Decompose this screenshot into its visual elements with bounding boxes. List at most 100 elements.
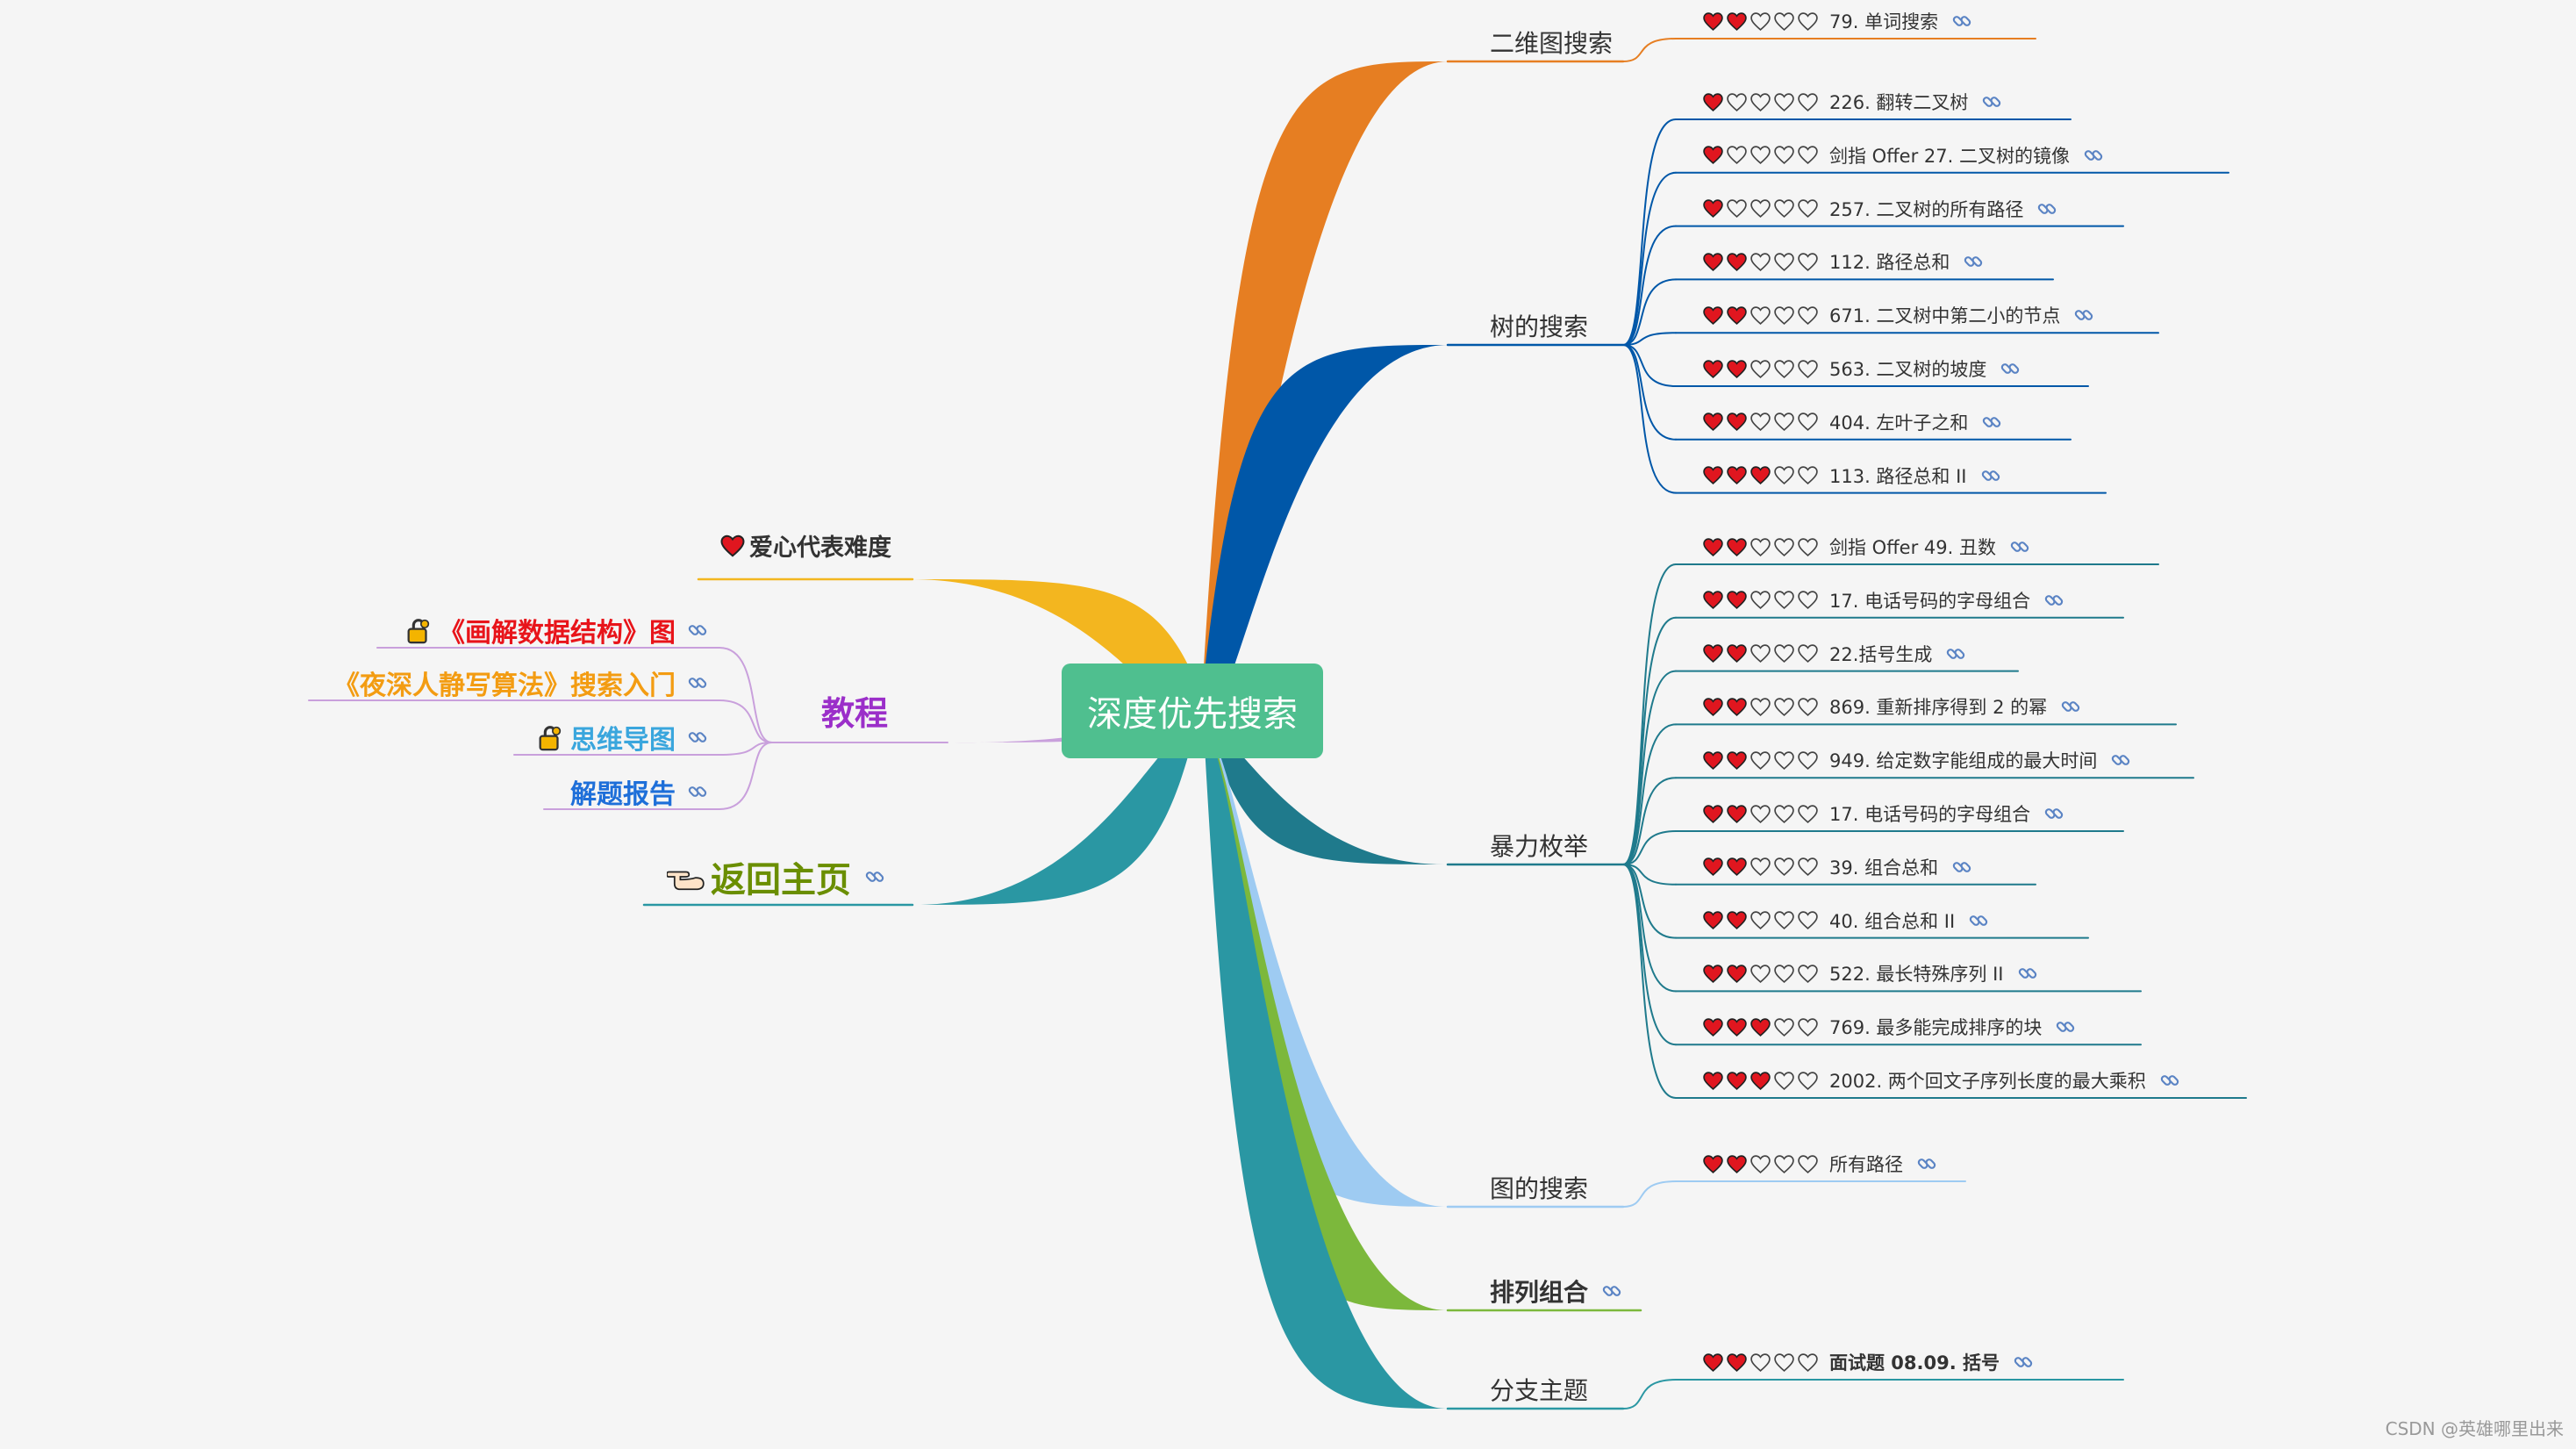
link-icon[interactable] <box>2043 589 2065 612</box>
difficulty-hearts <box>1702 251 1821 273</box>
difficulty-hearts <box>1702 1070 1821 1092</box>
leaf-connector <box>1622 225 1677 346</box>
heart-outline-icon <box>1798 591 1818 610</box>
leaf-problem[interactable]: 39. 组合总和 <box>1702 850 1973 885</box>
heart-outline-icon <box>1798 359 1818 378</box>
link-icon[interactable] <box>1967 909 1990 932</box>
tutorial-link-item[interactable]: 《画解数据结构》图 <box>404 611 709 649</box>
link-icon[interactable] <box>1980 411 2003 434</box>
link-icon[interactable] <box>1999 357 2021 380</box>
link-icon[interactable] <box>2082 144 2105 167</box>
leaf-connector <box>1622 1180 1677 1208</box>
link-icon[interactable] <box>1962 250 1985 273</box>
link-icon[interactable] <box>2008 535 2031 558</box>
heart-outline-icon <box>1798 466 1818 485</box>
tutorial-link-item[interactable]: 思维导图 <box>535 718 709 757</box>
link-icon[interactable] <box>2054 1015 2077 1038</box>
heart-outline-icon <box>1798 644 1818 664</box>
branch-permutation-label[interactable]: 排列组合 <box>1490 1273 1623 1309</box>
heart-filled-icon <box>1703 1352 1723 1372</box>
link-icon[interactable] <box>1915 1152 1938 1175</box>
link-icon[interactable] <box>686 619 709 642</box>
link-icon[interactable] <box>1950 856 1973 879</box>
leaf-problem[interactable]: 剑指 Offer 49. 丑数 <box>1702 529 2031 564</box>
link-icon[interactable] <box>2059 695 2082 718</box>
branch-tree-search-label[interactable]: 树的搜索 <box>1490 308 1588 343</box>
heart-filled-icon <box>1703 305 1723 325</box>
leaf-text: 剑指 Offer 27. 二叉树的镜像 <box>1829 145 2070 167</box>
leaf-problem[interactable]: 17. 电话号码的字母组合 <box>1702 583 2065 618</box>
leaf-problem[interactable]: 949. 给定数字能组成的最大时间 <box>1702 742 2132 778</box>
link-icon[interactable] <box>1979 464 2002 487</box>
leaf-problem[interactable]: 671. 二叉树中第二小的节点 <box>1702 298 2095 333</box>
difficulty-hearts <box>1702 197 1821 219</box>
link-icon[interactable] <box>686 726 709 749</box>
leaf-problem[interactable]: 面试题 08.09. 括号 <box>1702 1345 2035 1380</box>
tutorial-label[interactable]: 教程 <box>821 694 889 733</box>
tutorial-link-item[interactable]: 解题报告 <box>570 772 709 811</box>
link-icon[interactable] <box>2043 802 2065 825</box>
branch-graph-search-label[interactable]: 图的搜索 <box>1490 1170 1588 1205</box>
link-icon[interactable] <box>863 865 886 888</box>
leaf-problem[interactable]: 40. 组合总和 II <box>1702 903 1990 938</box>
heart-filled-icon <box>1750 1071 1771 1090</box>
difficulty-text: 爱心代表难度 <box>749 534 891 562</box>
difficulty-hearts <box>1702 909 1821 931</box>
link-icon[interactable] <box>2072 304 2095 326</box>
leaf-problem[interactable]: 17. 电话号码的字母组合 <box>1702 796 2065 831</box>
heart-outline-icon <box>1774 1352 1794 1372</box>
heart-outline-icon <box>1750 911 1771 930</box>
tutorial-link-text: 思维导图 <box>570 725 676 756</box>
branch-brute-force-label[interactable]: 暴力枚举 <box>1490 828 1588 863</box>
leaf-problem[interactable]: 522. 最长特殊序列 II <box>1702 956 2039 991</box>
link-icon[interactable] <box>2012 1351 2035 1374</box>
branch-2d-search-label[interactable]: 二维图搜索 <box>1490 25 1613 60</box>
leaf-problem[interactable]: 404. 左叶子之和 <box>1702 405 2003 440</box>
difficulty-hearts <box>1702 411 1821 433</box>
leaf-text: 257. 二叉树的所有路径 <box>1829 198 2024 220</box>
leaf-problem[interactable]: 剑指 Offer 27. 二叉树的镜像 <box>1702 138 2105 173</box>
link-icon[interactable] <box>686 780 709 803</box>
heart-outline-icon <box>1798 146 1818 165</box>
heart-outline-icon <box>1750 305 1771 325</box>
home-link[interactable]: 返回主页 <box>667 851 886 902</box>
difficulty-label[interactable]: 爱心代表难度 <box>719 528 891 563</box>
link-icon[interactable] <box>2016 962 2039 985</box>
heart-filled-icon <box>1727 253 1747 271</box>
root-topic[interactable]: 深度优先搜索 <box>1062 664 1323 758</box>
leaf-problem[interactable]: 257. 二叉树的所有路径 <box>1702 191 2058 226</box>
heart-outline-icon <box>1750 146 1771 165</box>
heart-filled-icon <box>1727 11 1747 31</box>
link-icon[interactable] <box>2036 197 2058 220</box>
link-icon[interactable] <box>1944 642 1967 665</box>
heart-filled-icon <box>1727 644 1747 664</box>
leaf-problem[interactable]: 226. 翻转二叉树 <box>1702 84 2003 119</box>
link-icon[interactable] <box>1600 1280 1623 1302</box>
link-icon[interactable] <box>2158 1069 2181 1092</box>
leaf-problem[interactable]: 112. 路径总和 <box>1702 244 1985 279</box>
branch-topic-label[interactable]: 分支主题 <box>1490 1372 1588 1407</box>
difficulty-hearts <box>1702 696 1821 718</box>
branch-home-connector <box>912 699 1202 906</box>
link-icon[interactable] <box>1980 90 2003 113</box>
leaf-problem[interactable]: 79. 单词搜索 <box>1702 4 1973 39</box>
heart-outline-icon <box>1798 1017 1818 1037</box>
leaf-problem[interactable]: 563. 二叉树的坡度 <box>1702 351 2021 386</box>
heart-outline-icon <box>1727 199 1747 219</box>
branch-text: 排列组合 <box>1490 1278 1589 1307</box>
link-icon[interactable] <box>1950 10 1973 32</box>
leaf-problem[interactable]: 2002. 两个回文子序列长度的最大乘积 <box>1702 1063 2181 1098</box>
leaf-problem[interactable]: 113. 路径总和 II <box>1702 458 2002 493</box>
tutorial-link-item[interactable]: 《夜深人静写算法》搜索入门 <box>333 664 709 702</box>
heart-outline-icon <box>1798 253 1818 271</box>
leaf-problem[interactable]: 869. 重新排序得到 2 的幂 <box>1702 689 2082 724</box>
link-icon[interactable] <box>2109 749 2132 771</box>
leaf-problem[interactable]: 769. 最多能完成排序的块 <box>1702 1009 2077 1044</box>
heart-filled-icon <box>1703 804 1723 823</box>
leaf-text: 769. 最多能完成排序的块 <box>1829 1017 2043 1039</box>
heart-filled-icon <box>1703 466 1723 485</box>
leaf-problem[interactable]: 所有路径 <box>1702 1146 1938 1181</box>
link-icon[interactable] <box>686 671 709 694</box>
leaf-problem[interactable]: 22.括号生成 <box>1702 636 1967 671</box>
heart-filled-icon <box>1703 537 1723 556</box>
